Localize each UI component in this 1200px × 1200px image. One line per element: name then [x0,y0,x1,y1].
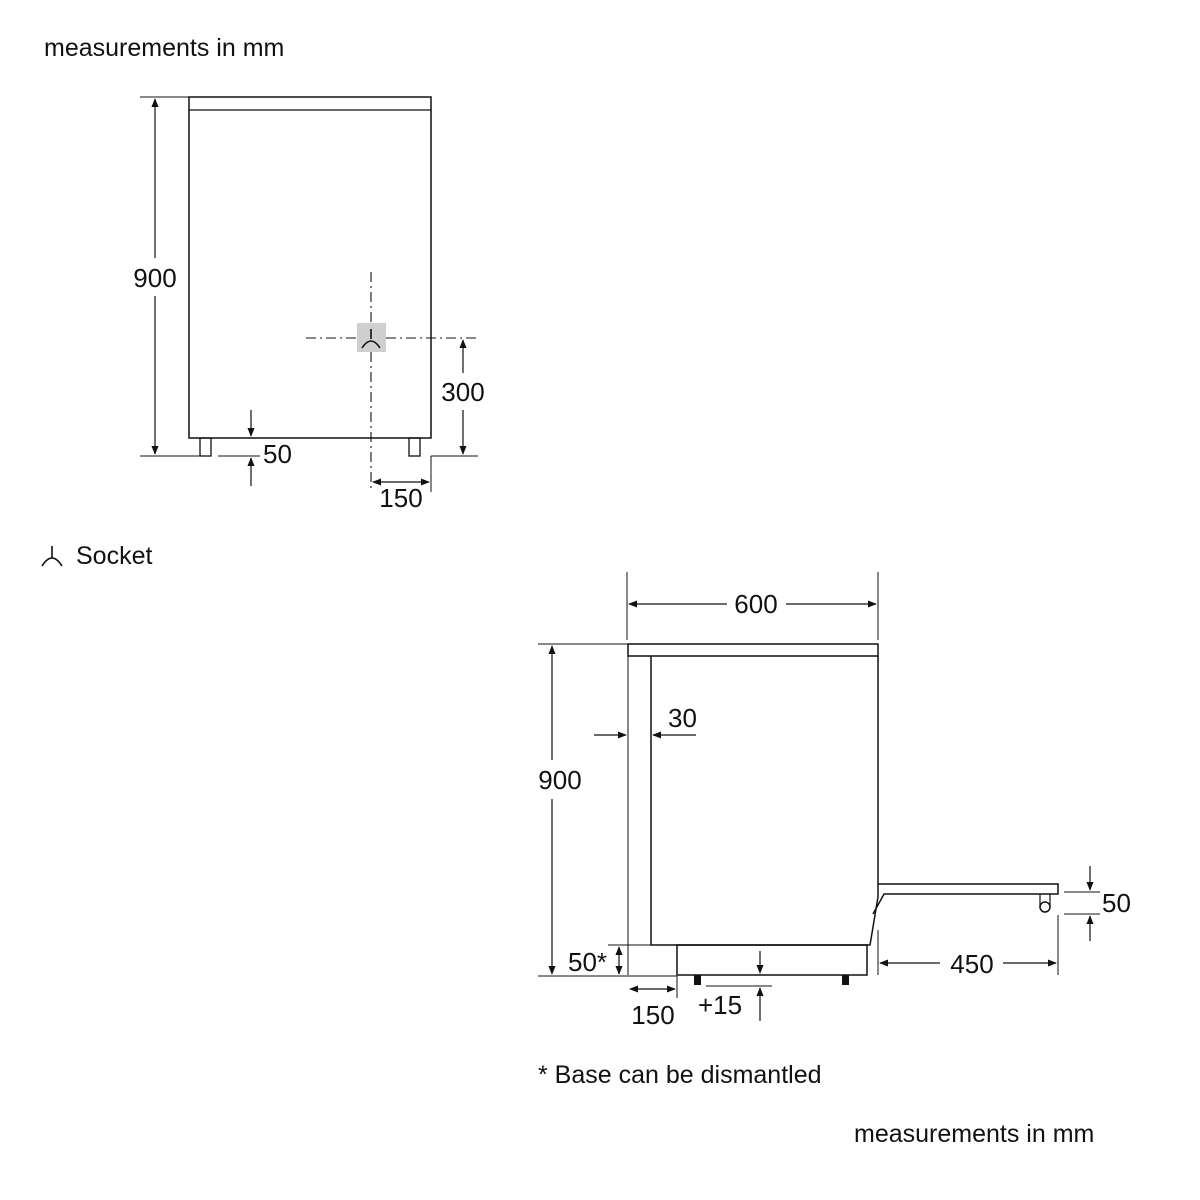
side-height-label: 900 [538,765,581,795]
legend: Socket [41,542,152,570]
base-offset-label: 150 [631,1000,674,1030]
appliance-side-outline [650,656,879,946]
base-height-label: 50* [568,947,607,977]
foot-front [694,975,701,985]
front-view: 900 300 50 150 [133,96,485,513]
foot-right [408,437,421,457]
open-door [872,883,1059,915]
door-height-label: 50 [1102,888,1131,918]
legend-label: Socket [76,542,152,570]
foot-rear [842,975,849,985]
appliance-front-outline [188,96,432,439]
foot-left [199,437,212,457]
door-depth-label: 450 [950,949,993,979]
footnote: * Base can be dismantled [538,1061,822,1089]
recess-label: 30 [668,703,697,733]
adjust-label: +15 [698,990,742,1020]
unit-note-bottom: measurements in mm [854,1120,1094,1148]
socket-offset-label: 150 [379,483,422,513]
front-height-label: 900 [133,263,176,293]
socket-icon [361,329,381,349]
socket-height-label: 300 [441,377,484,407]
side-view: 600 900 30 50* 150 [538,572,1131,1030]
door-wheel-icon [1039,901,1051,913]
unit-note-top: measurements in mm [44,34,284,62]
base-plinth [676,944,868,976]
foot-height-label: 50 [263,439,292,469]
worktop-side [627,643,879,657]
side-width-label: 600 [734,589,777,619]
socket-legend-icon [41,546,63,567]
